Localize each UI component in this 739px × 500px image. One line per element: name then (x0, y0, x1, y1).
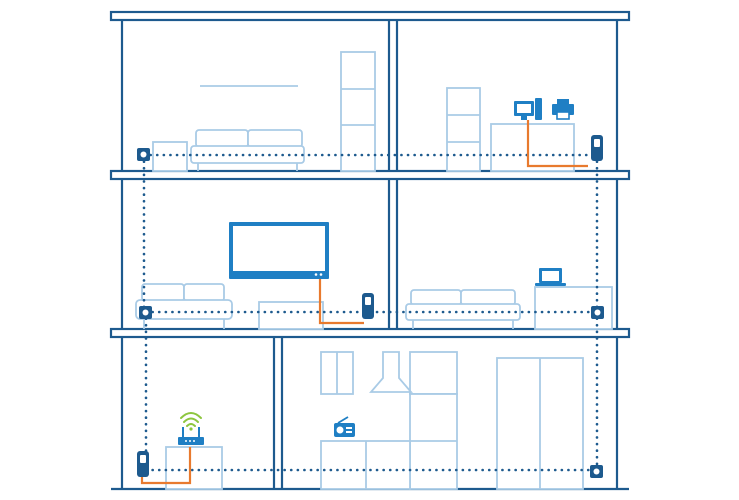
powerline-adapter-icon (591, 135, 603, 161)
outlet-icon (137, 148, 150, 161)
powerline-adapter-icon (362, 293, 374, 319)
sofa-cushion (141, 283, 185, 302)
outlet-icon (591, 306, 604, 319)
sofa-seat (190, 145, 305, 164)
bookshelf (340, 51, 376, 172)
ethernet-tv (318, 279, 364, 325)
router-icon (178, 427, 204, 445)
sofa-cushion (195, 129, 249, 148)
sofa-seat (135, 299, 233, 320)
powerline-adapters (137, 135, 603, 477)
printer-icon (552, 99, 574, 120)
middle-floor-furniture (135, 283, 613, 330)
middle-floor-slab (109, 327, 631, 339)
tv-cabinet (258, 301, 324, 330)
pillow (460, 289, 516, 306)
computer-icon (514, 98, 542, 120)
top-floor-furniture (152, 51, 575, 172)
top-floor-slab (109, 169, 631, 181)
outlets (137, 148, 604, 478)
ground-floor-furniture (165, 351, 584, 490)
radio-icon (334, 416, 355, 437)
sofa-top (190, 129, 305, 171)
pillow (410, 289, 462, 306)
tv-icon (229, 222, 329, 279)
extractor-hood (369, 351, 413, 393)
outlet-icon (590, 465, 603, 478)
side-table (152, 141, 188, 172)
powerline-adapter-icon (137, 451, 149, 477)
ethernet-cables (140, 120, 588, 485)
sofa-lounge (135, 283, 233, 329)
wall-cabinet (409, 351, 458, 395)
house-structure (109, 10, 631, 491)
roof-slab (109, 10, 631, 22)
wifi-icon (180, 412, 202, 431)
ethernet-router (140, 447, 192, 485)
sofa-cushion (247, 129, 303, 148)
sofa-cushion (183, 283, 225, 302)
laptop-icon (535, 268, 566, 286)
desk (490, 123, 575, 172)
office-shelf (446, 87, 481, 172)
bed (405, 289, 521, 329)
ethernet-computer (526, 120, 588, 168)
outlet-icon (139, 306, 152, 319)
